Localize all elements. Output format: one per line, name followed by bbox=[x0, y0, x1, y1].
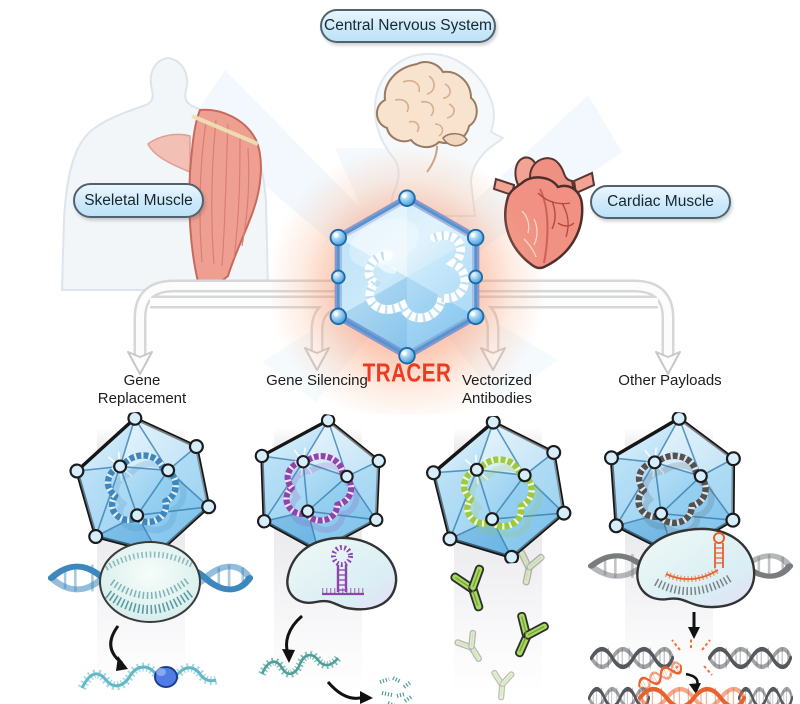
central-nervous-system-text: Central Nervous System bbox=[324, 17, 492, 34]
payload-label-other-payloads: Other Payloads bbox=[618, 372, 722, 389]
edited-dna-insert bbox=[640, 688, 744, 704]
payload-label-vectorized-antibodies: Vectorized Antibodies bbox=[461, 372, 533, 408]
guide-rna-icon bbox=[713, 532, 725, 568]
edited-dna-right bbox=[739, 688, 792, 704]
skeletal-muscle-text: Skeletal Muscle bbox=[84, 191, 193, 209]
antibody-icon-faded bbox=[452, 627, 492, 669]
label-cardiac-muscle: Cardiac Muscle bbox=[590, 185, 731, 219]
cut-site-burst bbox=[669, 637, 713, 676]
cut-dna-right bbox=[709, 648, 790, 667]
capsid-genome-dna bbox=[364, 231, 470, 323]
antibody-icon bbox=[447, 561, 498, 617]
tracer-label: TRACER bbox=[362, 358, 452, 389]
skeletal-muscle-illustration bbox=[60, 56, 270, 291]
mrna-protein bbox=[77, 662, 218, 691]
arrow-translation bbox=[109, 625, 123, 665]
shrna-hairpin-icon bbox=[322, 545, 364, 596]
cut-dna-left bbox=[591, 648, 672, 667]
gene-replacement-mechanism bbox=[48, 541, 253, 691]
target-mrna-strand bbox=[258, 651, 342, 678]
vectorized-antibodies-art bbox=[447, 547, 552, 702]
cardiac-muscle-text: Cardiac Muscle bbox=[607, 193, 714, 210]
ribosome-icon bbox=[99, 541, 201, 623]
nuclease-complex-icon bbox=[636, 527, 756, 609]
arrow-degradation bbox=[326, 681, 365, 700]
payload-label-gene-silencing: Gene Silencing bbox=[266, 372, 368, 389]
risc-vesicle-icon bbox=[286, 536, 398, 611]
antibody-icon-faded bbox=[488, 668, 516, 702]
antibody-icon-faded bbox=[511, 547, 547, 589]
label-central-nervous-system: Central Nervous System bbox=[320, 9, 496, 43]
payload-label-gene-replacement: Gene Replacement bbox=[97, 372, 187, 408]
other-payloads-mechanism bbox=[588, 527, 793, 704]
label-skeletal-muscle: Skeletal Muscle bbox=[73, 183, 204, 218]
gene-silencing-mechanism bbox=[258, 536, 413, 704]
arrowhead-gene-replacement bbox=[127, 351, 153, 375]
antibody-icon bbox=[501, 608, 552, 664]
degraded-fragments bbox=[379, 676, 413, 704]
tracer-capsid bbox=[329, 189, 485, 365]
arrowhead-other-payloads bbox=[655, 351, 681, 375]
arrow-release bbox=[285, 614, 303, 655]
